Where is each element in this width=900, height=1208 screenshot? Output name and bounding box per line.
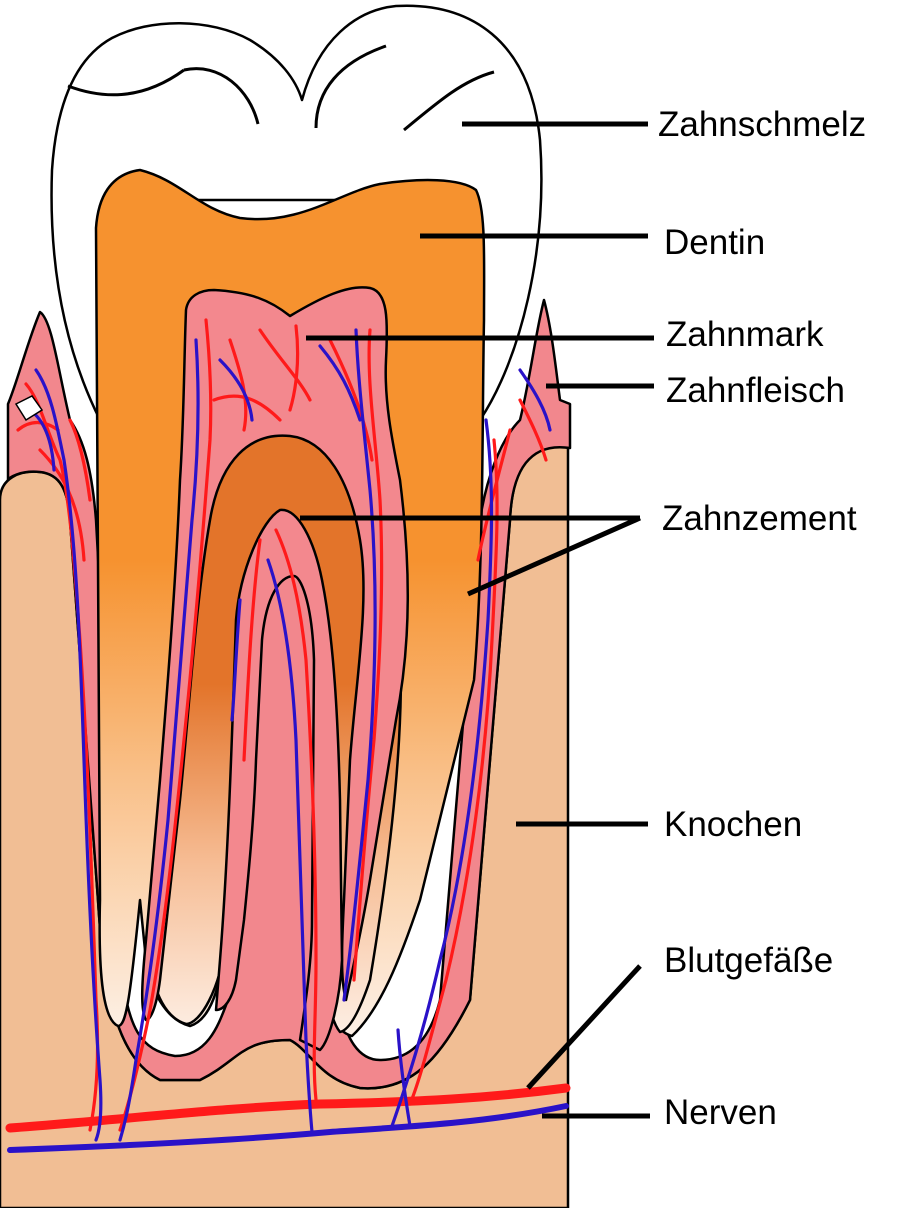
enamel-side-left [67,68,185,97]
label-zahnfleisch: Zahnfleisch [666,371,845,410]
label-zahnschmelz: Zahnschmelz [658,105,866,144]
nerve-bottom [7,1103,569,1153]
leader-blutgefaesse [526,964,642,1090]
enamel-groove-left [183,67,260,125]
label-knochen: Knochen [664,805,802,844]
blood-vessel-bottom [5,1083,571,1133]
label-zahnzement: Zahnzement [662,499,857,538]
label-nerven: Nerven [664,1093,777,1132]
label-zahnmark: Zahnmark [666,315,824,354]
leader-zahnzement-2 [466,515,642,597]
label-dentin: Dentin [664,223,765,262]
enamel-side-right [403,70,495,132]
pulp-central [214,508,344,1052]
gum-notch [14,395,44,422]
label-blutgefaesse: Blutgefäße [664,941,833,980]
enamel-groove-right [314,44,387,129]
